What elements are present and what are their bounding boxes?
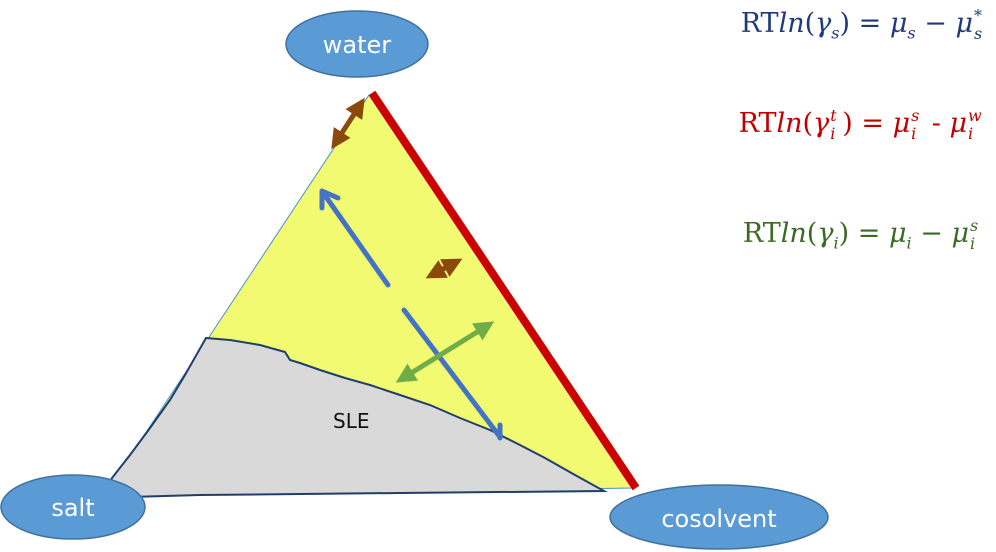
eq2-mu2-sup: w <box>968 105 982 125</box>
eq1-mu2-sup: * <box>974 5 982 25</box>
eq2-gamma: γ <box>813 108 830 139</box>
equation-salt-activity: RTln(γs) = μs − μ*s <box>740 6 986 43</box>
eq2-equals: = <box>852 108 893 139</box>
eq2-mu1-sup: s <box>911 105 920 125</box>
eq2-mu2: μ <box>949 108 967 139</box>
brown-double-arrow-top <box>331 97 365 150</box>
node-water-label: water <box>323 31 392 59</box>
eq1-minus: − <box>915 8 956 39</box>
eq1-gamma: γ <box>815 8 832 39</box>
node-water[interactable]: water <box>285 10 429 78</box>
eq1-close: ) <box>839 8 851 39</box>
eq2-minus: - <box>923 108 950 139</box>
eq2-open: ( <box>802 108 814 139</box>
eq1-rt: RT <box>740 8 779 39</box>
node-cosolvent[interactable]: cosolvent <box>609 484 829 550</box>
eq2-gamma-sup: t <box>830 105 837 125</box>
sle-label: SLE <box>333 409 369 433</box>
node-cosolvent-label: cosolvent <box>661 505 776 533</box>
eq1-mu2: μ <box>955 8 973 39</box>
eq2-rt: RT <box>738 108 777 139</box>
brown-double-arrow-middle <box>425 258 463 279</box>
eq1-mu1: μ <box>889 8 908 39</box>
eq2-mu1: μ <box>892 108 911 139</box>
eq3-open: ( <box>806 218 818 249</box>
red-edge-water-cosolvent <box>368 90 640 491</box>
eq1-equals: = <box>850 8 890 39</box>
eq1-mu1-sub: s <box>907 23 916 43</box>
blue-arrow-upper <box>321 191 391 288</box>
sle-region <box>102 336 608 499</box>
eq3-gamma: γ <box>817 218 834 249</box>
eq2-close: ) <box>842 108 853 139</box>
eq3-close: ) <box>838 218 850 249</box>
eq3-mu2-sup: s <box>970 215 979 235</box>
eq2-ln: ln <box>776 108 803 139</box>
eq3-gamma-sub: i <box>833 233 839 253</box>
eq1-ln: ln <box>778 8 805 39</box>
green-double-arrow <box>395 321 495 383</box>
eq3-mu1: μ <box>888 218 907 249</box>
node-salt[interactable]: salt <box>0 474 146 540</box>
eq3-mu2-sub: i <box>970 233 976 253</box>
eq1-open: ( <box>804 8 816 39</box>
eq3-mu1-sub: i <box>906 233 912 253</box>
eq2-mu1-sub: i <box>911 123 917 143</box>
eq2-gamma-sub: i <box>830 123 836 143</box>
eq1-gamma-sub: s <box>831 23 840 43</box>
eq2-mu2-sub: i <box>968 123 974 143</box>
blue-arrow-head-top <box>319 188 341 211</box>
eq3-ln: ln <box>780 218 807 249</box>
eq3-equals: = <box>849 218 889 249</box>
eq1-mu2-sub: s <box>974 23 983 43</box>
node-salt-label: salt <box>51 494 94 522</box>
eq3-mu2: μ <box>951 218 969 249</box>
eq3-minus: − <box>911 218 952 249</box>
eq3-rt: RT <box>742 218 781 249</box>
eq1-mu2-scripts: *s <box>974 6 986 43</box>
